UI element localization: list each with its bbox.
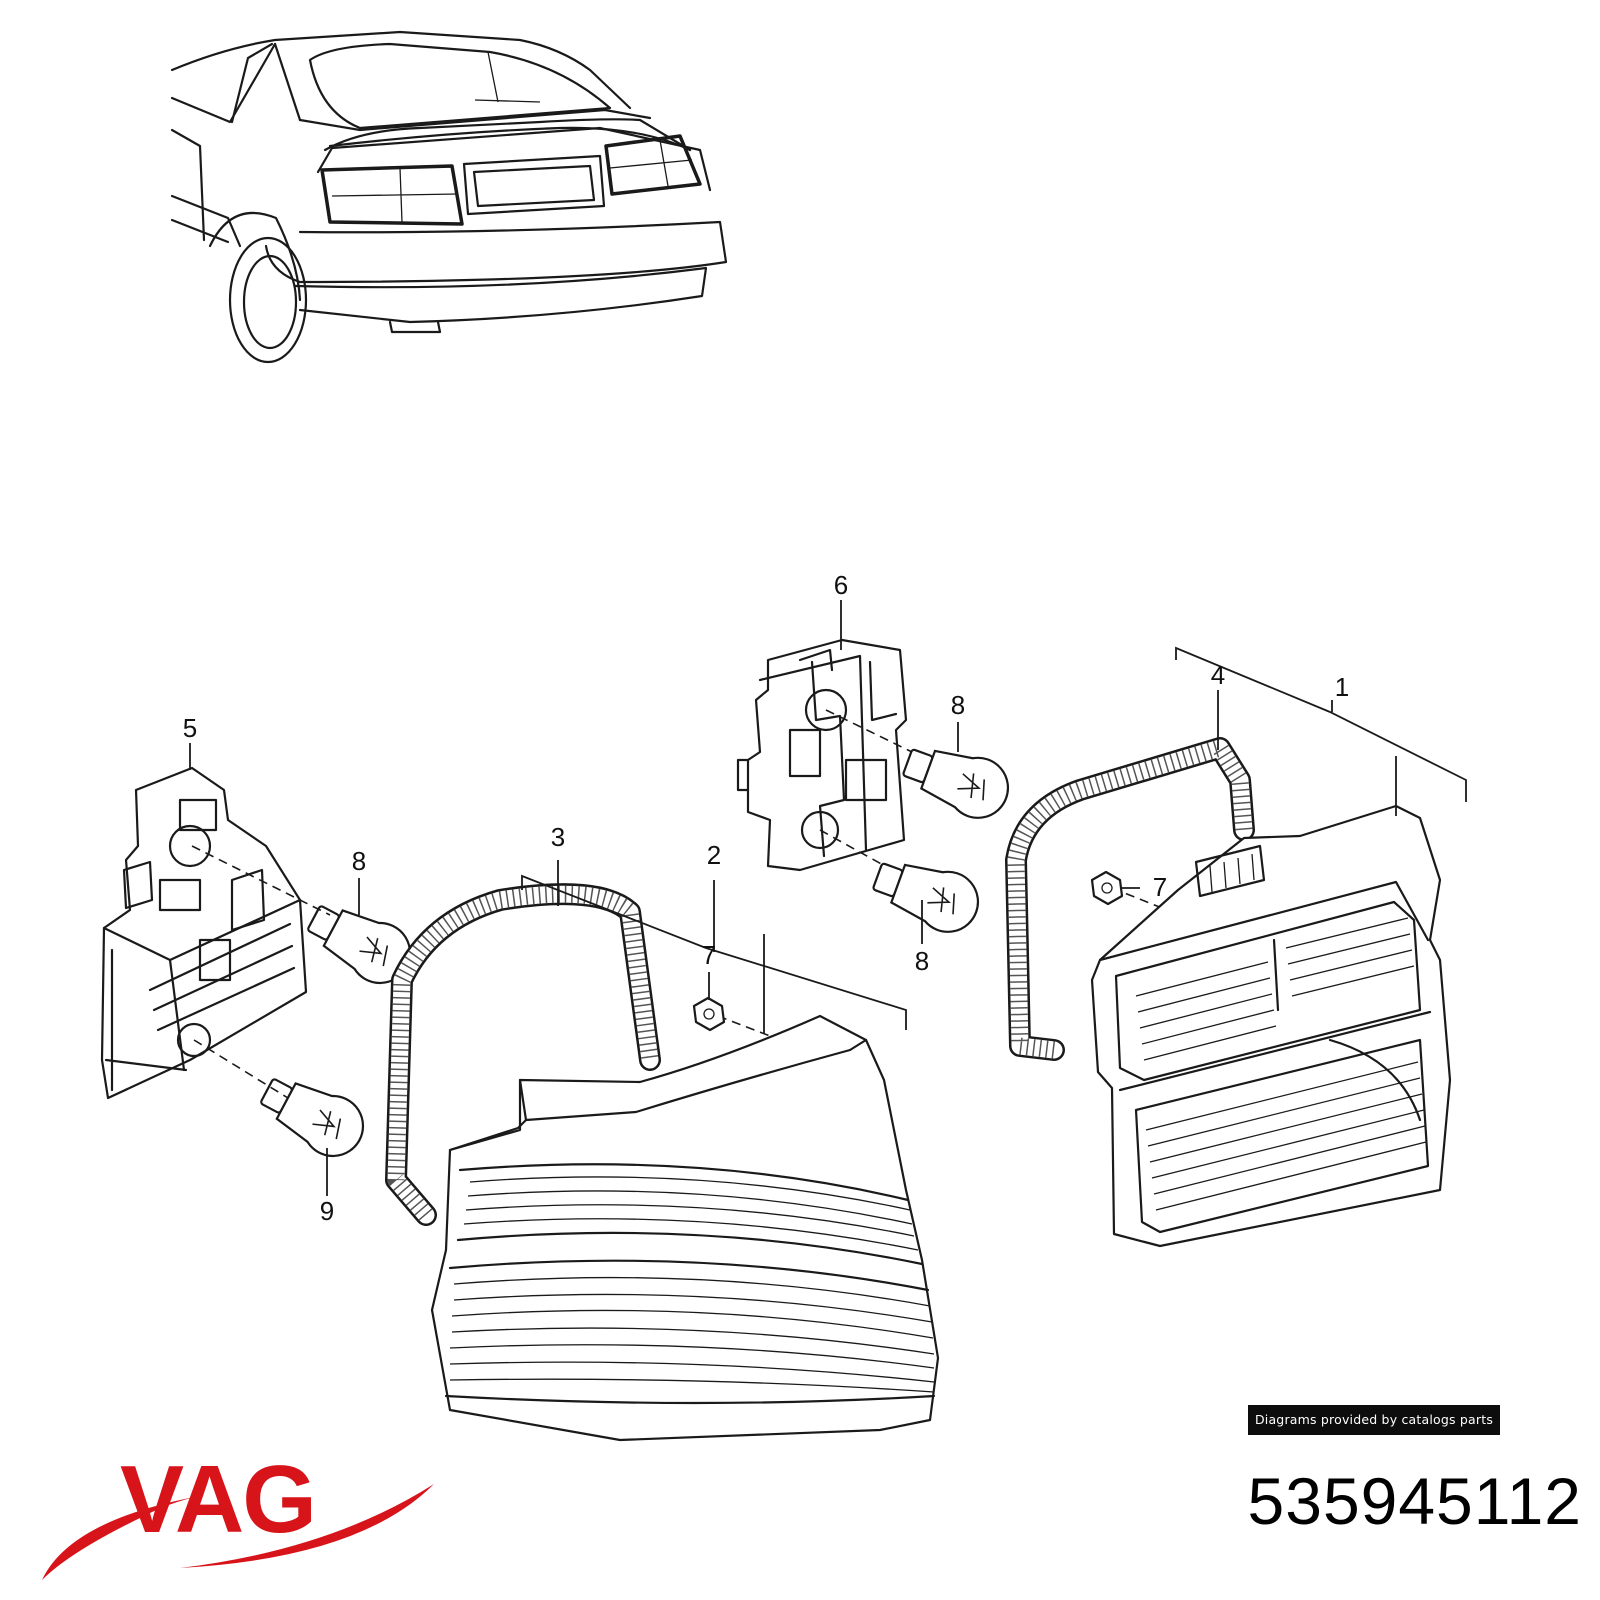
bulb-holder-left bbox=[100, 766, 308, 1100]
diagram-credit-badge: Diagrams provided by catalogs parts bbox=[1248, 1405, 1500, 1435]
bulb-9 bbox=[260, 1078, 365, 1158]
callout-8a: 8 bbox=[352, 846, 366, 876]
bulb-8c bbox=[872, 862, 980, 933]
logo-text: VAG bbox=[120, 1446, 315, 1553]
callout-1: 1 bbox=[1335, 672, 1349, 702]
bulb-holder-center bbox=[736, 638, 908, 872]
callout-8c: 8 bbox=[915, 946, 929, 976]
car-rear-illustration bbox=[170, 30, 728, 364]
callout-9: 9 bbox=[320, 1196, 334, 1226]
callout-8b: 8 bbox=[951, 690, 965, 720]
callout-4: 4 bbox=[1211, 660, 1225, 690]
callout-7b: 7 bbox=[1153, 872, 1167, 902]
nut-7a bbox=[692, 996, 726, 1032]
leader-lines bbox=[189, 600, 1467, 1196]
callout-2: 2 bbox=[707, 840, 721, 870]
gasket-right bbox=[1005, 737, 1255, 1061]
callout-6: 6 bbox=[834, 570, 848, 600]
nut-7b bbox=[1090, 870, 1124, 906]
callout-labels: 1 2 3 4 5 6 7 7 8 8 8 9 bbox=[183, 570, 1349, 1226]
callout-5: 5 bbox=[183, 713, 197, 743]
gasket-left bbox=[385, 883, 661, 1226]
vag-logo: VAG bbox=[42, 1446, 434, 1580]
bulb-8a bbox=[307, 905, 412, 985]
bulb-8b bbox=[902, 748, 1010, 819]
part-number: 535945112 bbox=[1247, 1464, 1582, 1538]
tail-lamp-left bbox=[430, 1014, 940, 1442]
callout-3: 3 bbox=[551, 822, 565, 852]
tail-lamp-right bbox=[1090, 804, 1452, 1248]
callout-7a: 7 bbox=[702, 940, 716, 970]
